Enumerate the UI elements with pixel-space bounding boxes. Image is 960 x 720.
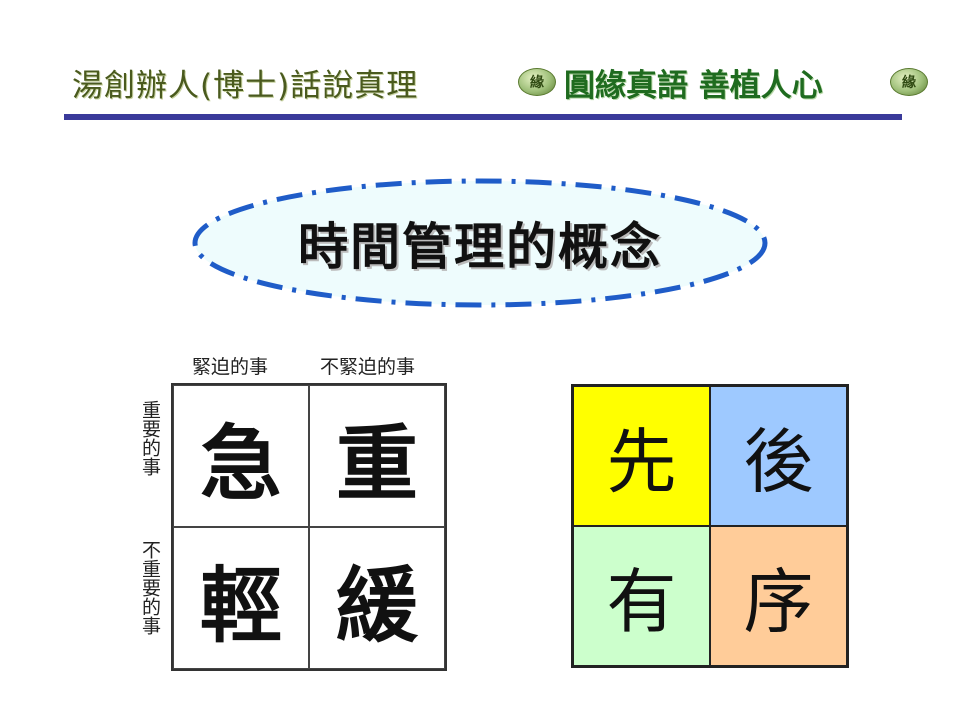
column-header-urgent: 緊迫的事: [192, 356, 269, 378]
title-ellipse: [192, 178, 768, 308]
priority-matrix: 急 重 輕 緩: [171, 383, 447, 671]
matrix-cell-important: 重: [309, 385, 445, 527]
header-right-title: 圓緣真語 善植人心: [564, 68, 823, 104]
column-header-not-urgent: 不緊迫的事: [320, 356, 416, 378]
header-divider: [64, 114, 902, 120]
order-cell-after: 後: [710, 386, 847, 526]
order-cell-first: 先: [573, 386, 710, 526]
order-cell-sequence: 序: [710, 526, 847, 666]
matrix-cell-urgent-important: 急: [173, 385, 309, 527]
matrix-cell-slow: 緩: [309, 527, 445, 669]
title-ellipse-shape: [192, 178, 768, 308]
matrix-cell-light: 輕: [173, 527, 309, 669]
page-title: 時間管理的概念: [298, 218, 662, 276]
order-cell-have: 有: [573, 526, 710, 666]
seal-icon: 緣: [518, 68, 556, 96]
row-header-important: 重要的事: [139, 400, 161, 476]
seal-icon: 緣: [890, 68, 928, 96]
row-header-not-important: 不重要的事: [139, 540, 161, 635]
order-grid: 先 後 有 序: [571, 384, 849, 668]
header-left-title: 湯創辦人(博士)話說真理: [72, 68, 419, 104]
